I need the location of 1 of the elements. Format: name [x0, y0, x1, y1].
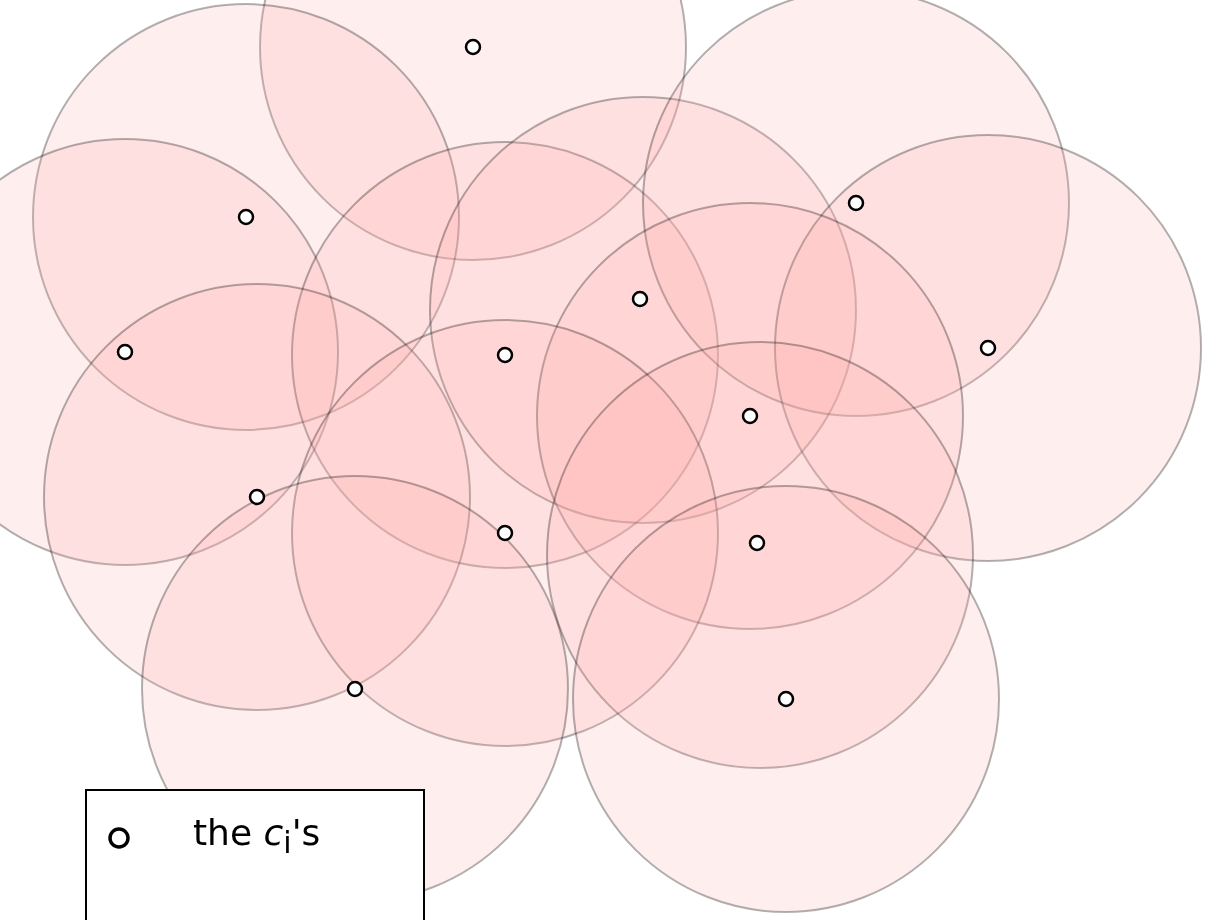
legend-label: the c$_{i}$'s — [193, 811, 321, 863]
